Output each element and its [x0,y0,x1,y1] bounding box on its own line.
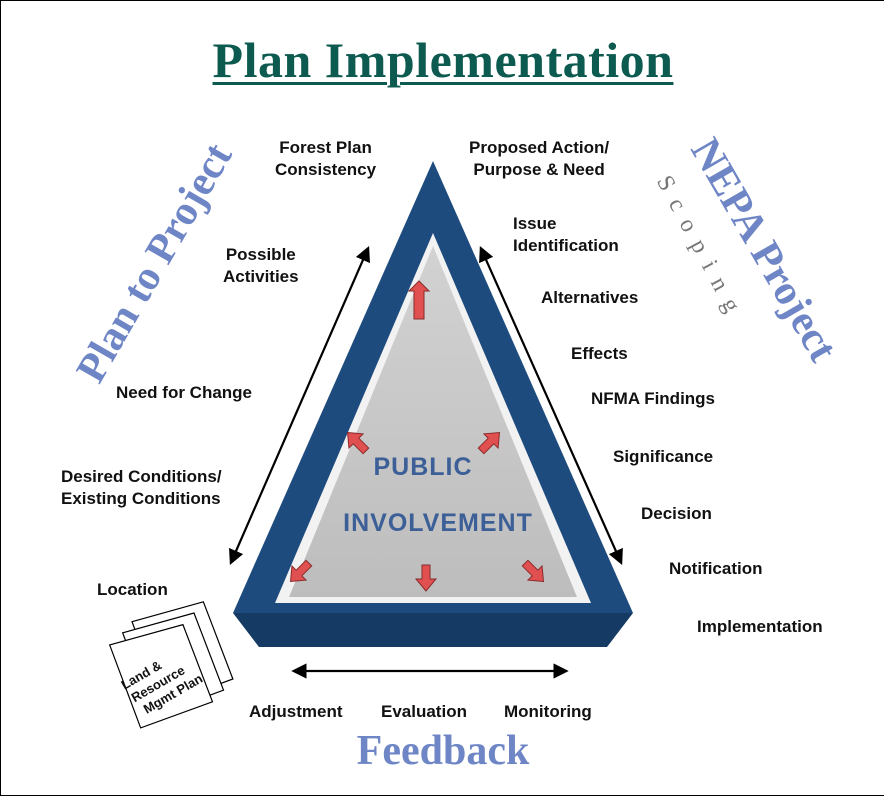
label-effects: Effects [571,344,628,363]
document-stack-icon: Land & Resource Mgmt Plan [108,601,234,729]
center-label-line2: INVOLVEMENT [343,509,533,537]
label-adjustment: Adjustment [249,702,343,721]
label-location: Location [97,580,168,599]
label-proposed-action: Proposed Action/ Purpose & Need [469,138,610,180]
arrow-up-icon [407,280,431,320]
label-notification: Notification [669,559,763,578]
arrow-down-icon [414,564,438,592]
label-forest-plan-consistency: Forest Plan Consistency [275,138,377,180]
label-monitoring: Monitoring [504,702,592,721]
label-nfma-findings: NFMA Findings [591,389,716,408]
bottom-title: Feedback [356,728,530,774]
label-implementation: Implementation [697,617,823,636]
label-decision: Decision [641,504,712,523]
label-issue-identification: Issue Identification [513,214,619,256]
label-evaluation: Evaluation [381,702,467,721]
label-significance: Significance [613,447,714,466]
page-title: Plan Implementation [212,32,674,88]
triangle-base-shadow [233,613,633,647]
label-possible-activities: Possible Activities [223,245,299,287]
left-double-arrow [229,245,370,566]
label-desired-existing-conditions: Desired Conditions/ Existing Conditions [61,467,222,509]
right-double-arrow [479,245,623,566]
label-need-for-change: Need for Change [116,383,253,402]
label-alternatives: Alternatives [541,288,639,307]
center-label-line1: PUBLIC [373,453,472,481]
